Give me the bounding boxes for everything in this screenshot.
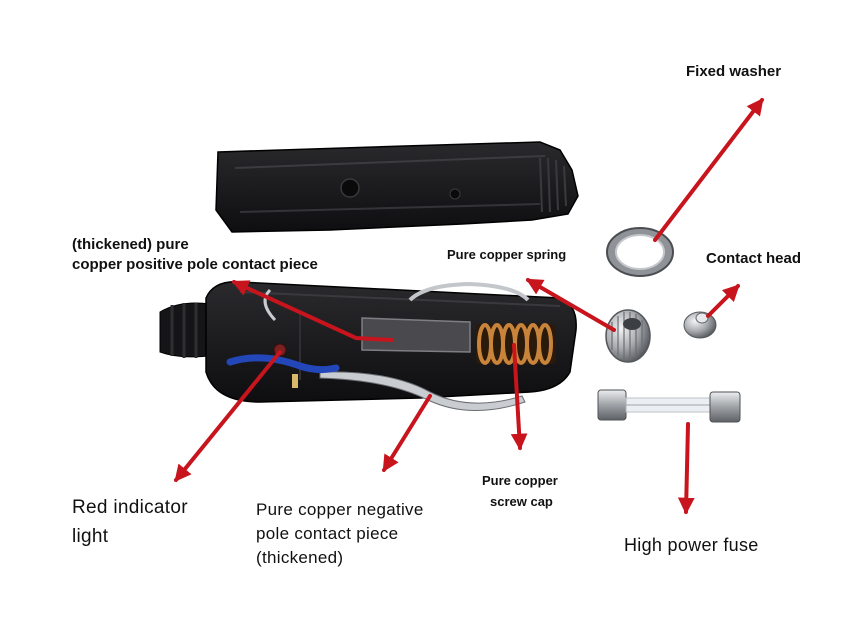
label-copper-spring: Pure copper spring: [447, 247, 567, 262]
label-red-indicator-line1: Red indicator: [72, 497, 188, 518]
arrow-negative-pole: [382, 394, 432, 473]
arrow-screw-cap: [510, 343, 528, 451]
top-metal-clip: [408, 281, 530, 302]
label-positive-pole-line2: copper positive pole contact piece: [72, 256, 318, 273]
screw-cap: [605, 309, 651, 363]
copper-spring: [476, 323, 556, 365]
arrow-red-indicator: [174, 350, 282, 482]
power-cable: [159, 302, 216, 358]
positive-contact-piece: [361, 317, 471, 353]
label-positive-pole-line1: (thickened) pure: [72, 236, 189, 253]
callout-arrows: [174, 97, 764, 515]
arrow-fixed-washer: [653, 97, 764, 242]
negative-contact-piece: [319, 371, 526, 412]
label-screw-cap-line2: screw cap: [490, 494, 553, 509]
contact-head: [683, 311, 717, 339]
fixed-washer: [606, 227, 674, 277]
label-high-power-fuse: High power fuse: [624, 535, 759, 555]
label-negative-pole-line1: Pure copper negative: [256, 500, 424, 519]
label-negative-pole-line3: (thickened): [256, 548, 344, 567]
arrow-fuse: [677, 422, 695, 515]
label-screw-cap-line1: Pure copper: [482, 473, 558, 488]
high-power-fuse: [597, 389, 741, 423]
arrow-positive-pole: [231, 280, 394, 342]
upper-housing-shell: [215, 141, 579, 233]
arrow-copper-spring: [525, 278, 616, 332]
label-fixed-washer: Fixed washer: [686, 63, 782, 80]
label-red-indicator-line2: light: [72, 526, 109, 547]
label-negative-pole-line2: pole contact piece: [256, 524, 399, 543]
label-contact-head: Contact head: [706, 250, 802, 267]
arrow-contact-head: [706, 284, 740, 318]
